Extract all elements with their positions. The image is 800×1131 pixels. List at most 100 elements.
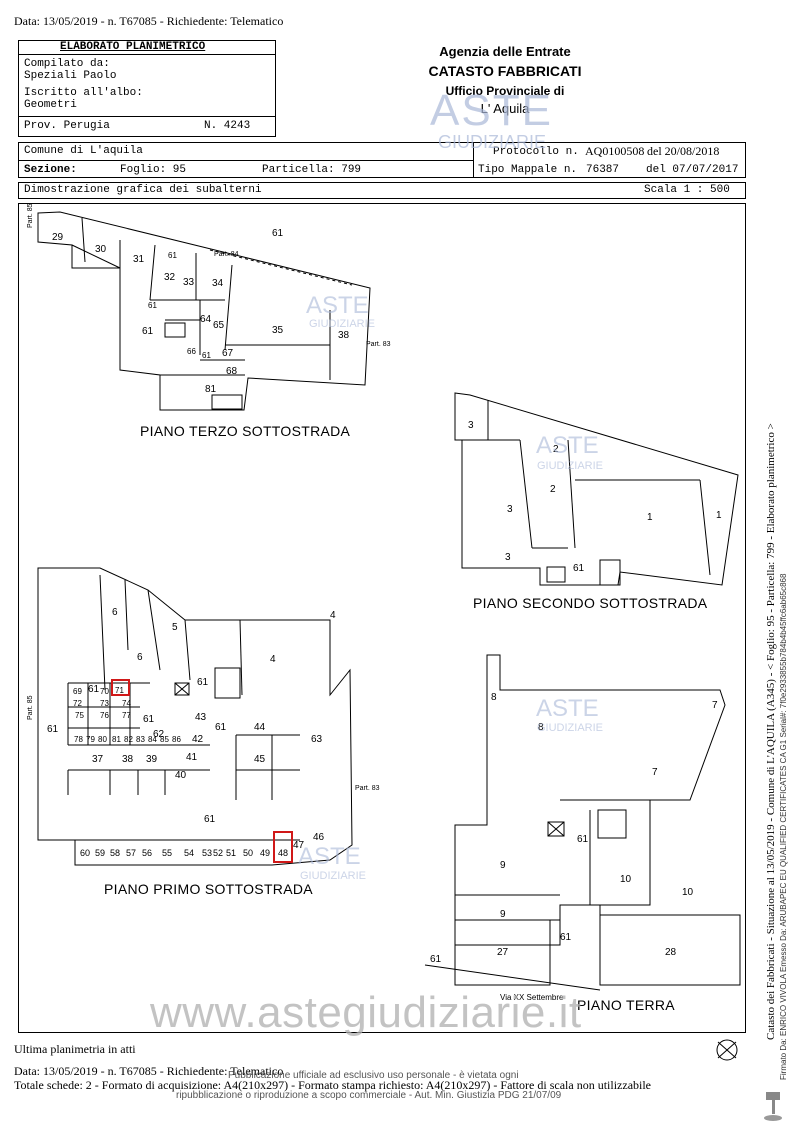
watermark-giudiziarie-4: GIUDIZIARIE bbox=[300, 870, 367, 882]
svg-text:61: 61 bbox=[204, 814, 216, 825]
agency-line3: Ufficio Provinciale di bbox=[445, 84, 565, 98]
svg-text:34: 34 bbox=[212, 278, 224, 289]
protocollo-date: del 20/08/2018 bbox=[647, 144, 720, 158]
svg-text:32: 32 bbox=[164, 272, 176, 283]
svg-text:63: 63 bbox=[311, 734, 323, 745]
watermark-site: www.astegiudiziarie.it bbox=[150, 988, 582, 1037]
svg-text:80: 80 bbox=[98, 735, 107, 744]
svg-text:75: 75 bbox=[75, 711, 84, 720]
watermark-giudiziarie-3: GIUDIZIARIE bbox=[537, 722, 604, 734]
part83-primo: Part. 83 bbox=[355, 785, 380, 792]
svg-text:61: 61 bbox=[577, 834, 589, 845]
svg-text:86: 86 bbox=[172, 735, 181, 744]
agency-line1: Agenzia delle Entrate bbox=[439, 44, 571, 59]
part85-primo: Part. 85 bbox=[27, 695, 34, 720]
plan-terra bbox=[424, 654, 741, 991]
svg-text:39: 39 bbox=[146, 754, 158, 765]
protocollo-value: AQ0100508 bbox=[585, 144, 645, 158]
svg-text:7: 7 bbox=[652, 767, 658, 778]
svg-text:31: 31 bbox=[133, 254, 145, 265]
watermark-aste-3: ASTE bbox=[536, 695, 599, 722]
plan-title-terra: PIANO TERRA bbox=[577, 997, 675, 1013]
agency-line2: CATASTO FABBRICATI bbox=[428, 63, 582, 79]
watermark-giudiziarie-1: GIUDIZIARIE bbox=[309, 318, 376, 330]
via-label: Via XX Settembre bbox=[500, 993, 564, 1002]
svg-text:61: 61 bbox=[142, 326, 154, 337]
svg-text:2: 2 bbox=[550, 484, 556, 495]
svg-text:85: 85 bbox=[160, 735, 169, 744]
svg-text:6: 6 bbox=[112, 607, 118, 618]
svg-text:61: 61 bbox=[168, 251, 177, 260]
agency-line4: L' Aquila bbox=[480, 101, 530, 116]
plan-primo bbox=[37, 567, 353, 866]
svg-text:53: 53 bbox=[202, 848, 212, 858]
part84: Part. 84 bbox=[214, 251, 239, 258]
svg-text:69: 69 bbox=[73, 687, 82, 696]
svg-text:9: 9 bbox=[500, 860, 506, 871]
svg-text:52: 52 bbox=[213, 848, 223, 858]
watermark-aste-1: ASTE bbox=[306, 292, 369, 319]
protocollo-label: Protocollo n. bbox=[493, 146, 579, 158]
svg-text:61: 61 bbox=[88, 684, 100, 695]
svg-text:78: 78 bbox=[74, 735, 83, 744]
svg-text:61: 61 bbox=[202, 351, 211, 360]
svg-text:61: 61 bbox=[430, 954, 442, 965]
svg-text:42: 42 bbox=[192, 734, 204, 745]
svg-text:65: 65 bbox=[213, 320, 225, 331]
sezione-label: Sezione: bbox=[24, 164, 77, 176]
watermark-aste-4: ASTE bbox=[298, 843, 361, 870]
svg-text:49: 49 bbox=[260, 848, 270, 858]
plan-secondo bbox=[454, 392, 739, 586]
svg-text:55: 55 bbox=[162, 848, 172, 858]
svg-text:4: 4 bbox=[330, 610, 336, 621]
compilato-value: Speziali Paolo bbox=[24, 70, 117, 82]
svg-text:38: 38 bbox=[338, 330, 350, 341]
svg-text:29: 29 bbox=[52, 232, 64, 243]
svg-text:56: 56 bbox=[142, 848, 152, 858]
svg-text:47: 47 bbox=[293, 840, 305, 851]
tipo-label: Tipo Mappale n. bbox=[478, 164, 578, 176]
svg-text:1: 1 bbox=[647, 512, 653, 523]
elaborato-title: ELABORATO PLANIMETRICO bbox=[60, 41, 206, 53]
svg-text:74: 74 bbox=[122, 699, 131, 708]
svg-text:61: 61 bbox=[47, 724, 59, 735]
svg-text:61: 61 bbox=[143, 714, 155, 725]
svg-text:5: 5 bbox=[172, 622, 178, 633]
elaborato-box bbox=[18, 40, 276, 137]
particella: Particella: 799 bbox=[262, 164, 362, 176]
footer-line2: Totale schede: 2 - Formato di acquisizio… bbox=[14, 1078, 652, 1092]
foglio: Foglio: 95 bbox=[120, 164, 187, 176]
svg-text:83: 83 bbox=[136, 735, 145, 744]
svg-text:54: 54 bbox=[184, 848, 194, 858]
svg-text:60: 60 bbox=[80, 848, 90, 858]
plan-title-terzo: PIANO TERZO SOTTOSTRADA bbox=[140, 423, 351, 439]
svg-text:38: 38 bbox=[122, 754, 134, 765]
compilato-label: Compilato da: bbox=[24, 58, 110, 70]
svg-text:62: 62 bbox=[153, 729, 165, 740]
tipo-date: del 07/07/2017 bbox=[646, 164, 739, 176]
svg-text:61: 61 bbox=[560, 932, 572, 943]
svg-text:43: 43 bbox=[195, 712, 207, 723]
part85-top: Part. 85 bbox=[27, 203, 34, 228]
svg-text:66: 66 bbox=[187, 347, 196, 356]
plan-title-primo: PIANO PRIMO SOTTOSTRADA bbox=[104, 881, 313, 897]
svg-text:2: 2 bbox=[553, 444, 559, 455]
footer-notice1: Pubblicazione ufficiale ad esclusivo uso… bbox=[228, 1070, 519, 1081]
svg-text:3: 3 bbox=[468, 420, 474, 431]
svg-text:76: 76 bbox=[100, 711, 109, 720]
svg-text:10: 10 bbox=[620, 874, 632, 885]
svg-text:28: 28 bbox=[665, 947, 677, 958]
svg-text:61: 61 bbox=[148, 301, 157, 310]
plan-terzo bbox=[37, 211, 371, 411]
svg-text:84: 84 bbox=[148, 735, 157, 744]
svg-text:6: 6 bbox=[137, 652, 143, 663]
watermark-aste-2: ASTE bbox=[536, 432, 599, 459]
svg-text:1: 1 bbox=[716, 510, 722, 521]
svg-text:57: 57 bbox=[126, 848, 136, 858]
svg-text:41: 41 bbox=[186, 752, 198, 763]
iscritto-label: Iscritto all'albo: bbox=[24, 87, 143, 99]
side-text-signature: Firmato Da: ENRICO VIVOLA Emesso Da: ARU… bbox=[779, 573, 788, 1080]
svg-text:67: 67 bbox=[222, 348, 234, 359]
dimostrazione-label: Dimostrazione grafica dei subalterni bbox=[24, 184, 262, 196]
svg-text:81: 81 bbox=[205, 384, 217, 395]
